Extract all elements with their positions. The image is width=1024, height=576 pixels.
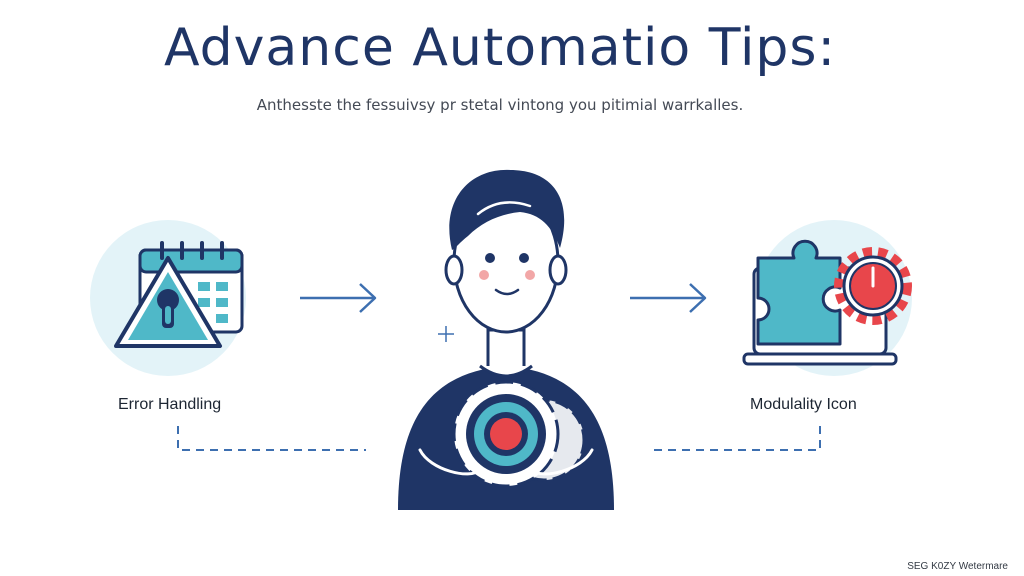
diagram-title: Advance Automatio Tips:: [163, 18, 837, 78]
watermark-text: SEG K0ZY Wetermare: [907, 561, 1008, 572]
warning-icon: [114, 256, 222, 348]
arrow-center-to-right: [630, 283, 707, 313]
dashed-connector-left: [177, 426, 366, 451]
person-illustration: [398, 169, 614, 510]
arrow-left-to-center: [300, 283, 377, 313]
error-handling-label: Error Handling: [118, 396, 222, 413]
person-hair: [449, 169, 565, 250]
error-handling-node: [90, 220, 246, 376]
gear-target-icon: [452, 380, 586, 488]
puzzle-piece-icon: [756, 239, 842, 346]
modularity-label: Modulality Icon: [750, 396, 857, 413]
gear-timer-icon: [834, 247, 912, 325]
modularity-node: [742, 220, 912, 376]
dashed-connector-right: [654, 426, 821, 451]
diagram-subtitle: Anthesste the fessuivsy pr stetal vinton…: [256, 96, 744, 114]
sparkle-icon: [438, 326, 454, 342]
